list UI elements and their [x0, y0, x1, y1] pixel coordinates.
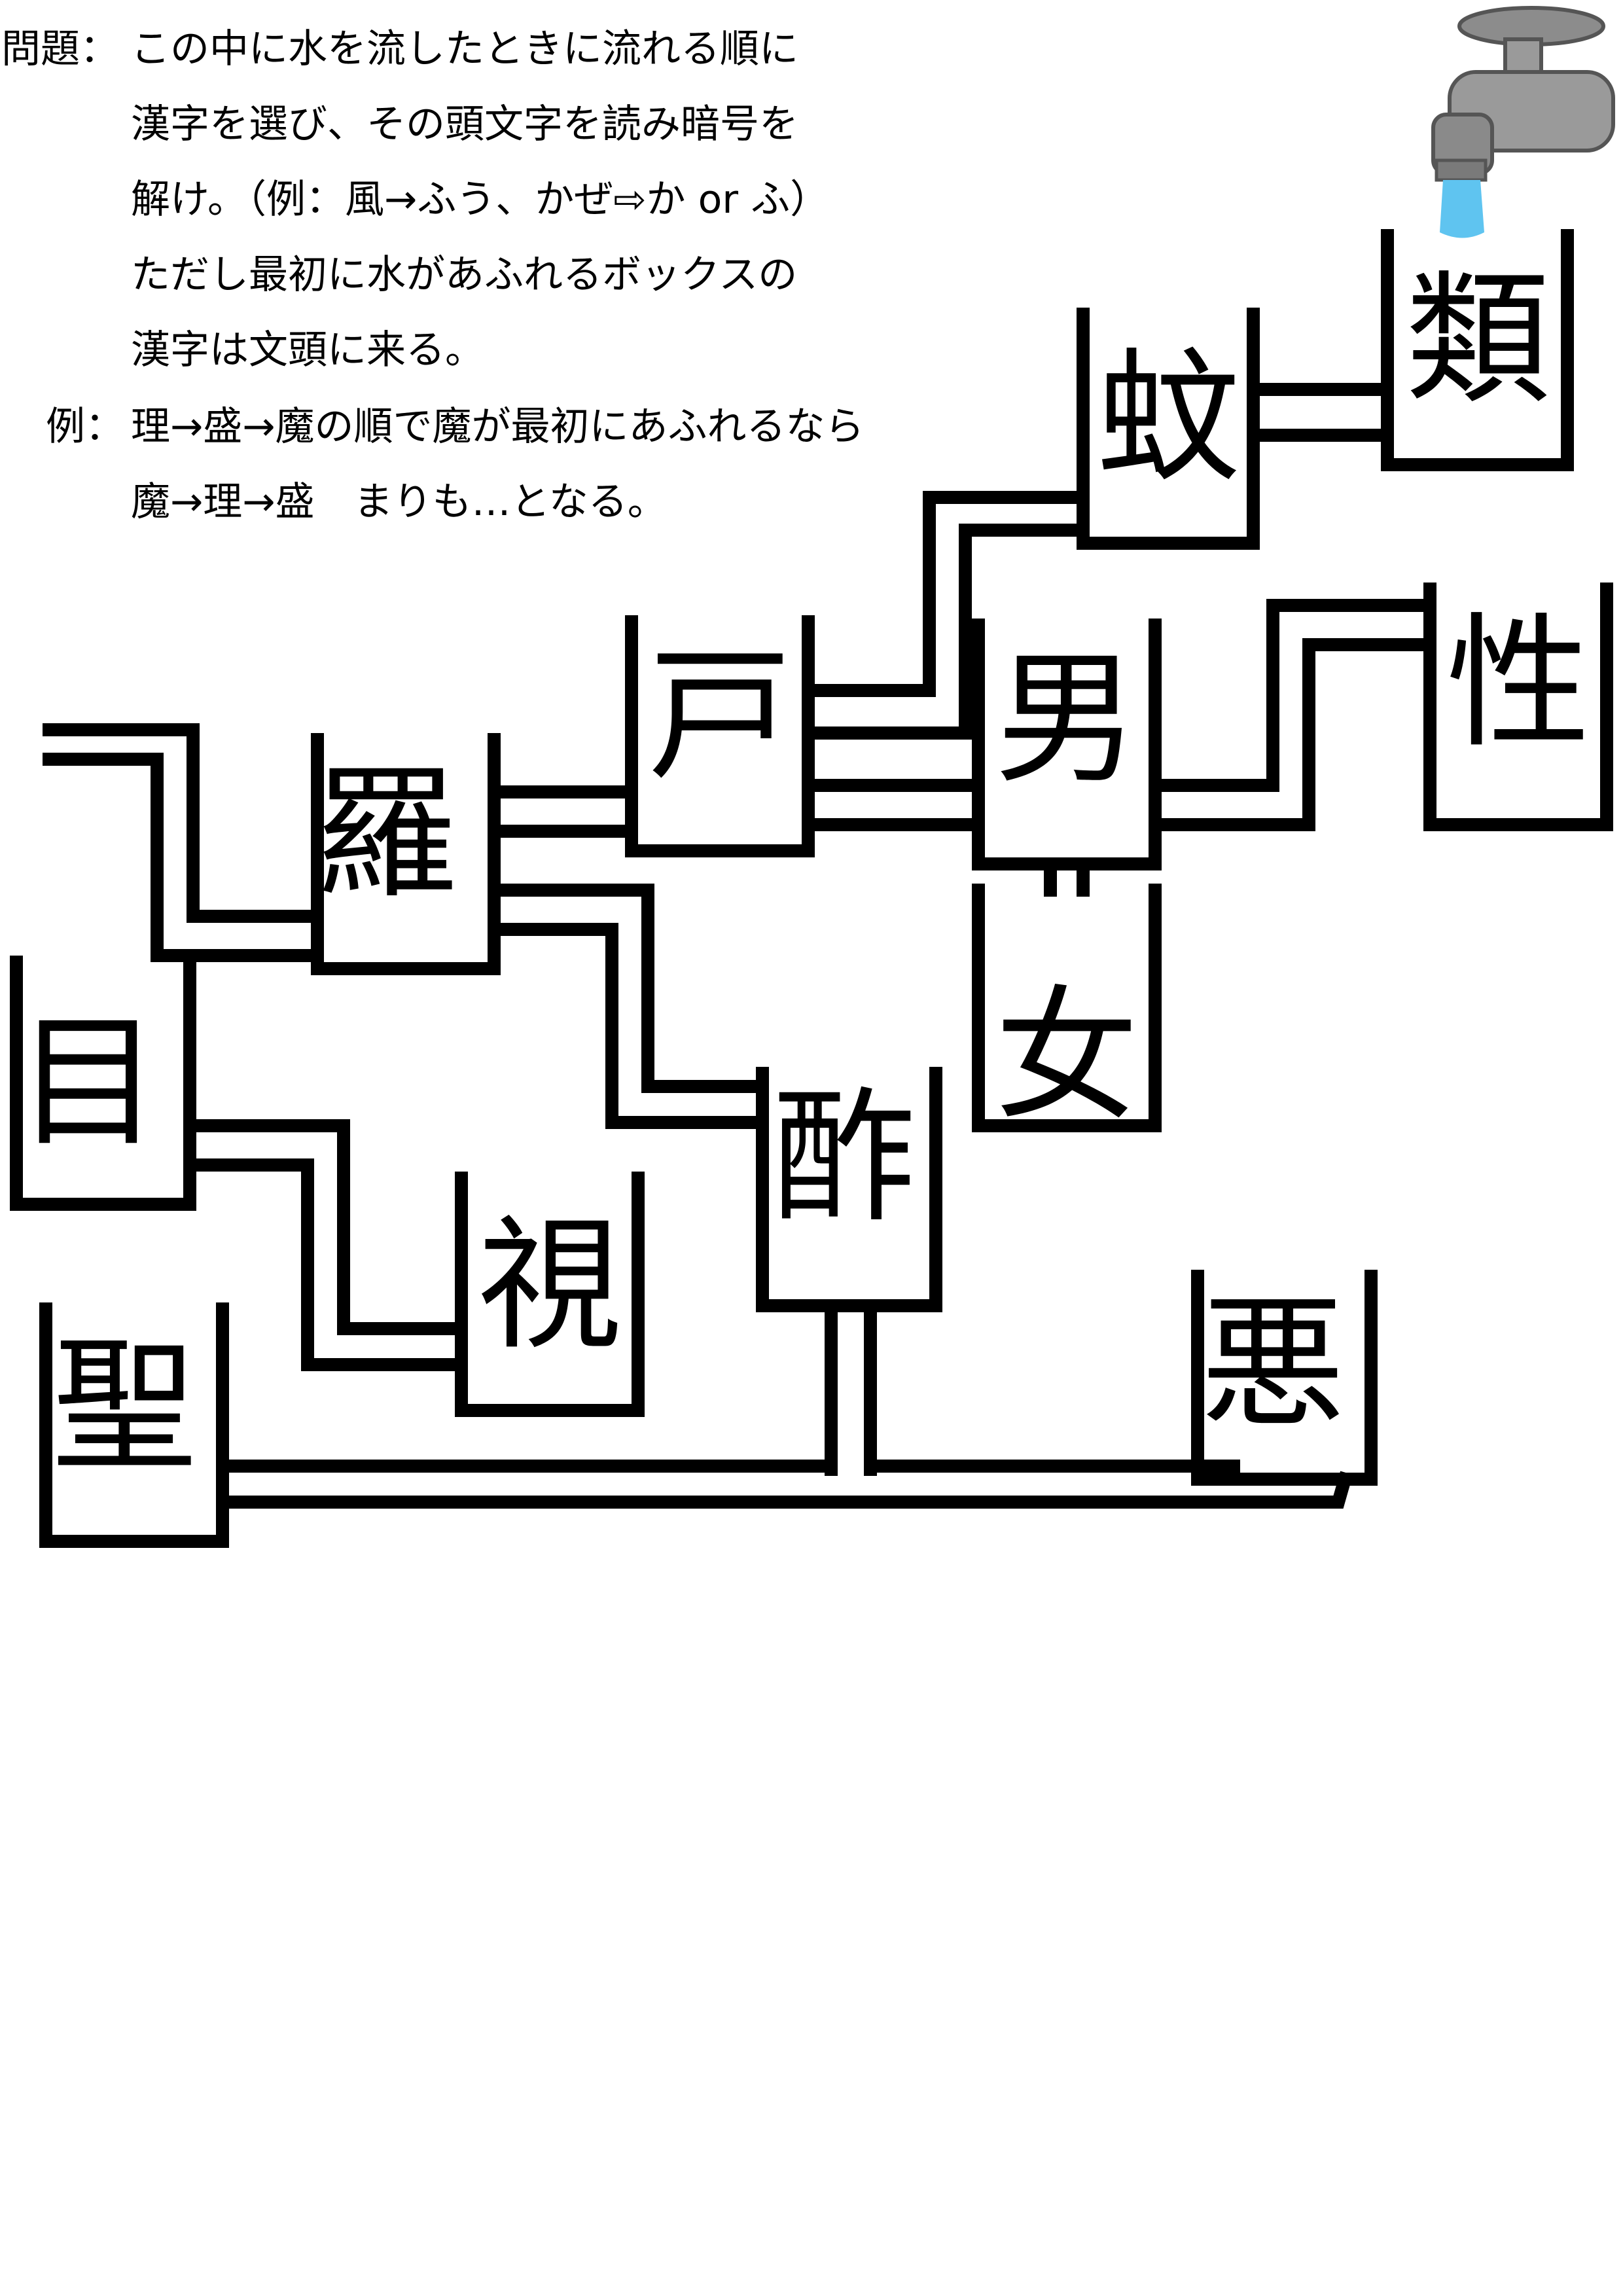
box-label-ra: 羅 [314, 750, 458, 918]
box-label-onna: 女 [995, 973, 1139, 1140]
pipes [43, 383, 1436, 1509]
problem-label: 問題： [1, 26, 119, 72]
example-line-2: 魔→理→盛 まりも…となる。 [131, 479, 667, 525]
example-line-1: 理→盛→魔の順で魔が最初にあふれるなら [131, 404, 865, 450]
box-label-sei-holy: 聖 [52, 1323, 196, 1490]
box-label-saku: 酢 [772, 1074, 916, 1242]
box-label-shi: 視 [478, 1202, 622, 1369]
box-label-aku: 悪 [1201, 1280, 1345, 1448]
example-label: 例： [46, 404, 124, 450]
box-label-ka: 蚊 [1096, 334, 1240, 502]
instruction-line-1: この中に水を流したときに流れる順に [131, 26, 798, 72]
faucet-icon [1431, 6, 1615, 238]
box-label-rui: 類 [1406, 256, 1550, 423]
kanji-labels: 類 蚊 性 男 戸 羅 女 酢 目 視 悪 聖 [16, 256, 1590, 1490]
box-label-otoko: 男 [995, 636, 1139, 803]
water-stream [1440, 180, 1484, 238]
instruction-line-2: 漢字を選び、その頭文字を読み暗号を [131, 101, 798, 147]
box-label-sei-nature: 性 [1446, 600, 1590, 767]
box-label-to: 戸 [648, 632, 792, 800]
instruction-line-4: ただし最初に水があふれるボックスの [131, 252, 798, 298]
box-label-me: 目 [16, 999, 160, 1166]
instruction-line-3: 解け。（例：風→ふう、かぜ⇨か or ふ） [131, 177, 830, 223]
instruction-line-5: 漢字は文頭に来る。 [131, 327, 484, 373]
